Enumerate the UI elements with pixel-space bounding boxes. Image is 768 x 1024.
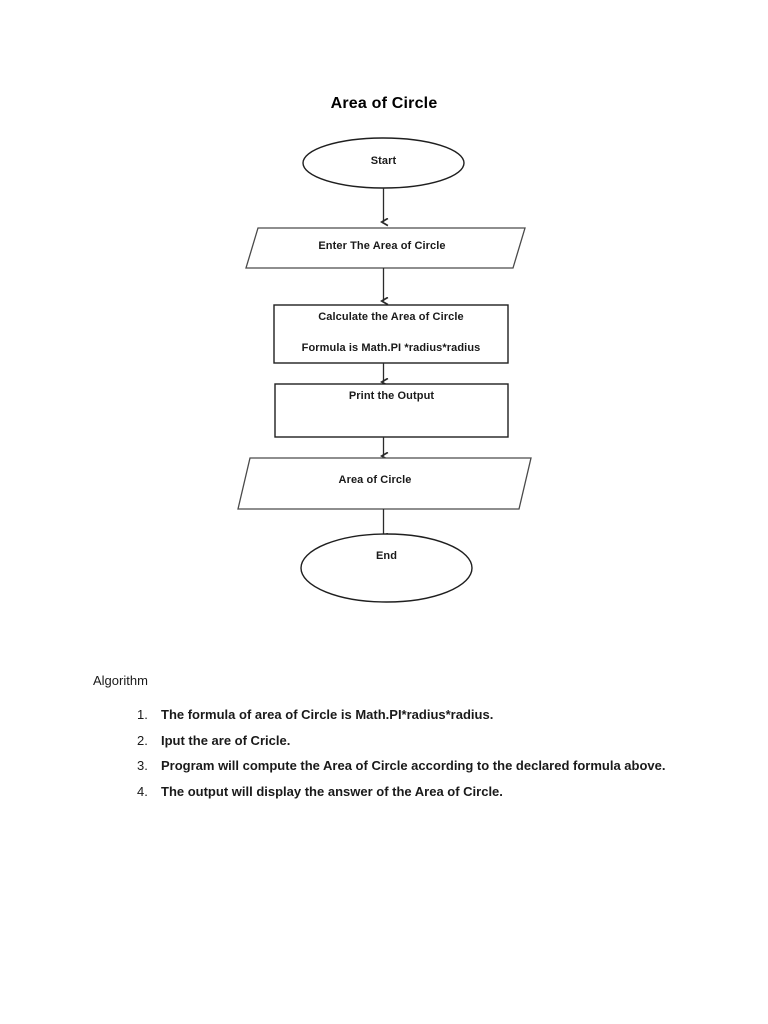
flowchart-diagram: Start Enter The Area of Circle Calculate…: [237, 137, 532, 603]
flow-node-calc-label-line2: Formula is Math.PI *radius*radius: [301, 342, 481, 354]
flow-node-calc-shape: [273, 304, 509, 364]
flowchart-canvas: [237, 137, 532, 603]
algorithm-heading: Algorithm: [93, 673, 148, 688]
flow-node-start-label: Start: [370, 155, 397, 167]
algorithm-section: Algorithm The formula of area of Circle …: [93, 673, 693, 804]
algorithm-step-list: The formula of area of Circle is Math.PI…: [93, 702, 693, 804]
flow-node-print-label: Print the Output: [348, 390, 435, 402]
flow-node-input-label: Enter The Area of Circle: [318, 240, 446, 252]
algorithm-step: Program will compute the Area of Circle …: [137, 753, 666, 778]
algorithm-step: The formula of area of Circle is Math.PI…: [137, 702, 494, 727]
flow-node-output-shape: [237, 457, 532, 510]
page-title: Area of Circle: [330, 95, 438, 112]
flow-node-end-shape: [300, 533, 473, 603]
algorithm-step: The output will display the answer of th…: [137, 779, 503, 804]
flow-node-print-shape: [274, 383, 509, 438]
flow-node-output-label: Area of Circle: [338, 474, 412, 486]
flow-node-calc-label-line1: Calculate the Area of Circle: [318, 311, 464, 323]
algorithm-step: Iput the are of Cricle.: [137, 728, 291, 753]
flow-node-input-shape: [245, 227, 526, 269]
flow-node-end-label: End: [375, 550, 398, 562]
